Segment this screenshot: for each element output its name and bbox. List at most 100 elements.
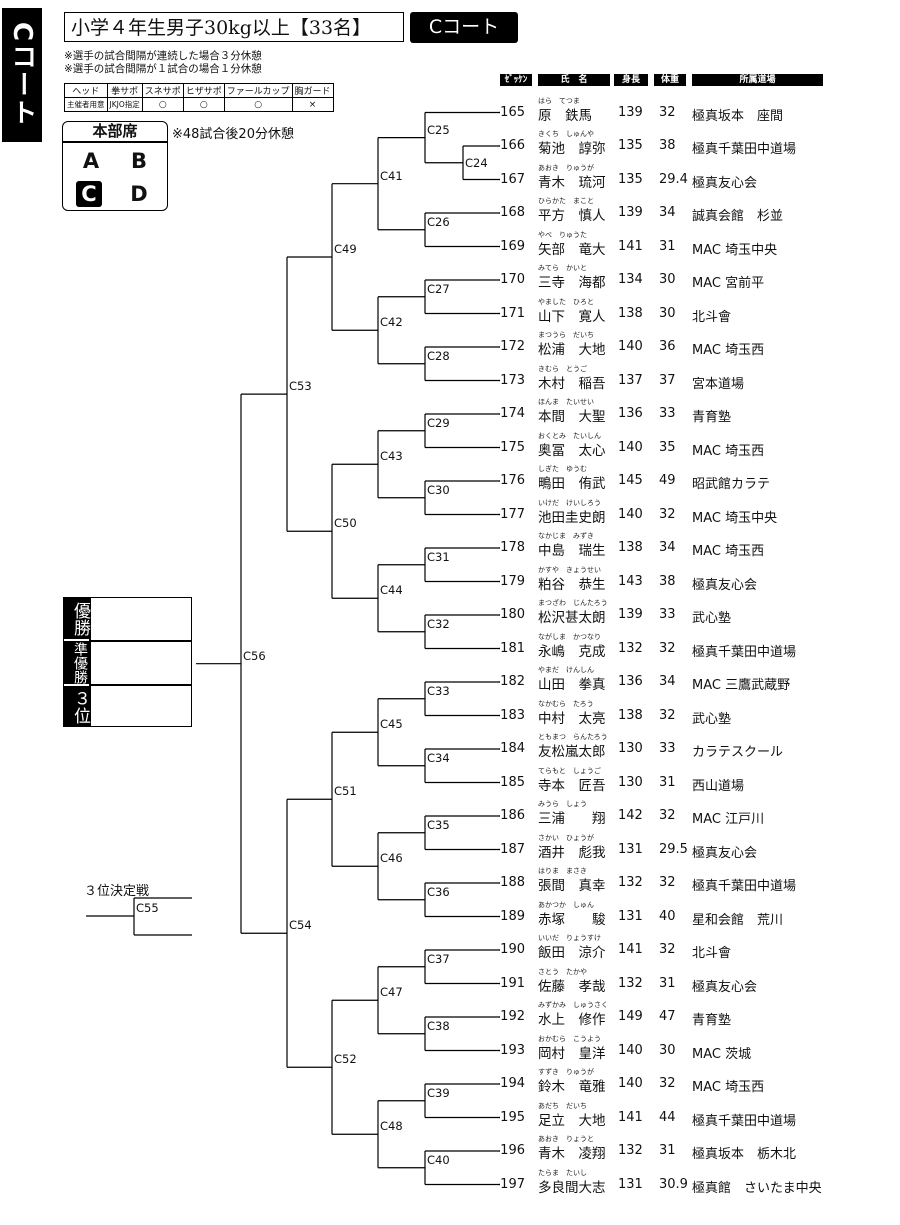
name-furigana: いいだ りょうすけ bbox=[538, 934, 601, 942]
competitor-height: 132 bbox=[618, 875, 643, 890]
competitor-dojo: 北斗會 bbox=[692, 309, 732, 325]
match-label: C34 bbox=[427, 750, 450, 765]
bib-number: 186 bbox=[500, 808, 525, 823]
bib-number: 188 bbox=[500, 875, 525, 890]
competitor-dojo: 極真坂本 栃木北 bbox=[692, 1147, 797, 1162]
name-furigana: きくち しゅんや bbox=[538, 130, 594, 138]
competitor-dojo: 極真千葉田中道場 bbox=[692, 879, 797, 894]
match-label: C48 bbox=[380, 1119, 403, 1134]
competitor-name: 足立 大地 bbox=[538, 1112, 606, 1129]
match-label: C33 bbox=[427, 683, 450, 698]
bib-number: 196 bbox=[500, 1143, 525, 1158]
bib-number: 171 bbox=[500, 305, 525, 321]
competitor-weight: 49 bbox=[659, 473, 676, 488]
competitor-dojo: 極真友心会 bbox=[692, 979, 758, 995]
match-label: C47 bbox=[380, 985, 403, 1000]
competitor-height: 136 bbox=[618, 406, 643, 421]
name-furigana: みうら しょう bbox=[538, 800, 587, 808]
competitor-weight: 34 bbox=[659, 674, 676, 689]
competitor-height: 137 bbox=[618, 372, 643, 388]
competitor-name: 佐藤 孝哉 bbox=[538, 978, 606, 995]
hq-note: ※48試合後20分休憩 bbox=[172, 127, 294, 142]
competitor-name: 寺本 匠吾 bbox=[538, 777, 606, 794]
match-label: C39 bbox=[427, 1085, 450, 1100]
competitor-height: 136 bbox=[618, 674, 643, 689]
bib-number: 172 bbox=[500, 339, 525, 354]
competitor-weight: 31 bbox=[659, 975, 676, 991]
competitor-weight: 32 bbox=[659, 875, 676, 890]
competitor-name: 三浦 翔 bbox=[538, 811, 606, 827]
match-label: C29 bbox=[427, 415, 450, 430]
competitor-name: 池田圭史朗 bbox=[538, 509, 606, 526]
competitor-name: 青木 琉河 bbox=[538, 174, 606, 191]
competitor-height: 138 bbox=[618, 707, 643, 723]
competitor-weight: 30 bbox=[659, 1042, 676, 1058]
match-label: C43 bbox=[380, 449, 403, 464]
competitor-dojo: 青育塾 bbox=[692, 1013, 732, 1028]
match-label: C55 bbox=[136, 901, 159, 915]
runner-up-label: 準優勝 bbox=[63, 641, 89, 684]
name-furigana: さとう たかや bbox=[538, 967, 587, 976]
competitor-dojo: MAC 埼玉中央 bbox=[692, 242, 778, 258]
match-label: C28 bbox=[427, 348, 450, 363]
hq-box bbox=[62, 121, 168, 211]
name-furigana: おかむら こうよう bbox=[538, 1034, 601, 1043]
competitor-height: 132 bbox=[618, 640, 643, 656]
bib-number: 181 bbox=[500, 640, 525, 656]
competitor-dojo: 極真友心会 bbox=[692, 175, 758, 191]
competitor-height: 132 bbox=[618, 1143, 643, 1158]
competitor-name: 山田 拳真 bbox=[538, 677, 606, 693]
bib-number: 168 bbox=[500, 205, 525, 220]
competitor-height: 132 bbox=[618, 975, 643, 991]
name-furigana: なかむら たろう bbox=[538, 699, 594, 708]
name-furigana: あだち だいち bbox=[538, 1101, 587, 1110]
bib-number: 170 bbox=[500, 272, 525, 287]
competitor-name: 中島 瑞生 bbox=[538, 543, 606, 559]
match-label: C40 bbox=[427, 1152, 450, 1167]
competitor-height: 131 bbox=[618, 1176, 643, 1192]
name-furigana: おくとみ たいしん bbox=[538, 431, 601, 440]
match-label: C53 bbox=[289, 379, 312, 394]
bib-number: 165 bbox=[500, 104, 525, 120]
competitor-weight: 38 bbox=[659, 573, 676, 589]
match-label: C30 bbox=[427, 482, 450, 497]
bib-number: 166 bbox=[500, 138, 525, 153]
competitor-name: 多良間大志 bbox=[538, 1179, 606, 1196]
bib-number: 197 bbox=[500, 1176, 525, 1192]
bib-number: 177 bbox=[500, 506, 525, 522]
name-furigana: ひらかた まこと bbox=[538, 197, 594, 205]
name-furigana: きむら とうご bbox=[538, 364, 587, 373]
competitor-weight: 33 bbox=[659, 741, 676, 756]
competitor-name: 粕谷 恭生 bbox=[538, 576, 606, 593]
competitor-name: 友松嵐太郎 bbox=[538, 744, 606, 760]
bib-number: 190 bbox=[500, 942, 525, 957]
bib-number: 183 bbox=[500, 707, 525, 723]
competitor-dojo: 武心塾 bbox=[692, 611, 732, 626]
hq-divider bbox=[62, 141, 168, 143]
bib-number: 180 bbox=[500, 607, 525, 622]
col-header-height: 身長 bbox=[614, 74, 648, 86]
competitor-dojo: 極真千葉田中道場 bbox=[692, 1113, 797, 1129]
match-label: C52 bbox=[334, 1052, 357, 1067]
competitor-dojo: MAC 宮前平 bbox=[692, 276, 765, 291]
col-header-dojo: 所属道場 bbox=[692, 74, 823, 86]
competitor-height: 140 bbox=[618, 1076, 643, 1091]
hq-cell-d: D bbox=[130, 182, 148, 206]
match-label: C44 bbox=[380, 583, 403, 598]
competitor-name: 永嶋 克成 bbox=[538, 643, 606, 660]
match-label: C54 bbox=[289, 918, 312, 933]
competitor-name: 三寺 海都 bbox=[538, 275, 606, 291]
competitor-height: 143 bbox=[618, 573, 643, 589]
hq-cell-b: B bbox=[130, 149, 147, 173]
competitor-weight: 40 bbox=[659, 908, 676, 924]
name-furigana: なかじま みずき bbox=[538, 532, 594, 540]
competitor-name: 奥冨 太心 bbox=[538, 442, 606, 459]
name-furigana: かすや きょうせい bbox=[538, 565, 601, 574]
bib-number: 193 bbox=[500, 1042, 525, 1058]
competitor-height: 131 bbox=[618, 841, 643, 857]
hq-cell-a: A bbox=[82, 149, 100, 173]
bracket-title: 小学４年生男子30kg以上【33名】 bbox=[64, 12, 404, 42]
third-place-match-title: ３位決定戦 bbox=[84, 884, 150, 899]
match-label: C37 bbox=[427, 951, 450, 966]
rest-note-2: ※選手の試合間隔が１試合の場合１分休憩 bbox=[64, 63, 262, 75]
